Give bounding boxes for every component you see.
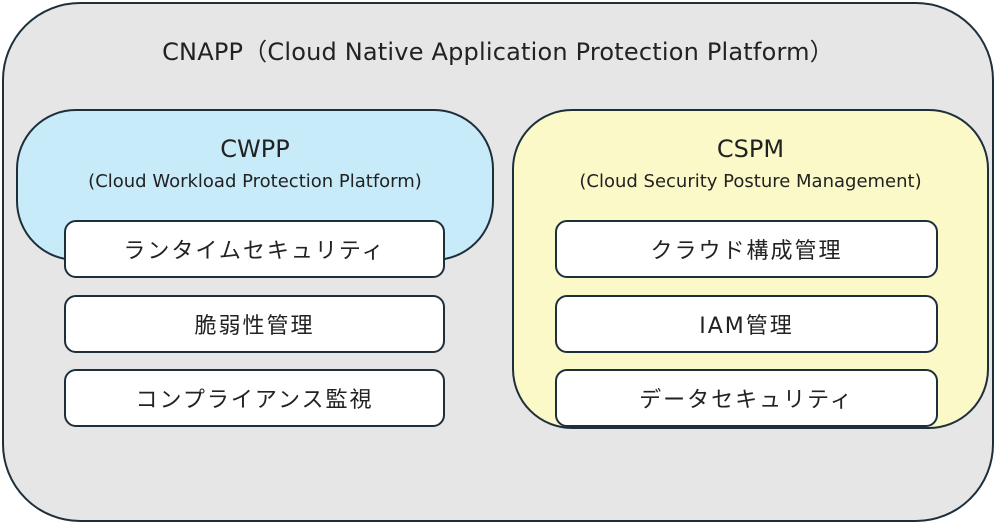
cspm-panel: CSPM (Cloud Security Posture Management)… [512,109,989,429]
cspm-title: CSPM [716,135,785,163]
cwpp-subtitle: (Cloud Workload Protection Platform) [88,171,422,192]
cspm-item-data-security: データセキュリティ [555,369,938,427]
cwpp-title: CWPP [220,135,290,163]
cspm-item-cloud-configuration: クラウド構成管理 [555,220,938,278]
cwpp-item-runtime-security: ランタイムセキュリティ [64,220,445,278]
cwpp-item-compliance-monitoring: コンプライアンス監視 [64,369,445,427]
cwpp-item-vulnerability-management: 脆弱性管理 [64,295,445,353]
cnapp-container: CNAPP（Cloud Native Application Protectio… [2,2,994,522]
cspm-subtitle: (Cloud Security Posture Management) [579,171,922,192]
cspm-item-iam-management: IAM管理 [555,295,938,353]
cwpp-panel: CWPP (Cloud Workload Protection Platform… [16,109,494,427]
cnapp-title: CNAPP（Cloud Native Application Protectio… [162,38,834,66]
